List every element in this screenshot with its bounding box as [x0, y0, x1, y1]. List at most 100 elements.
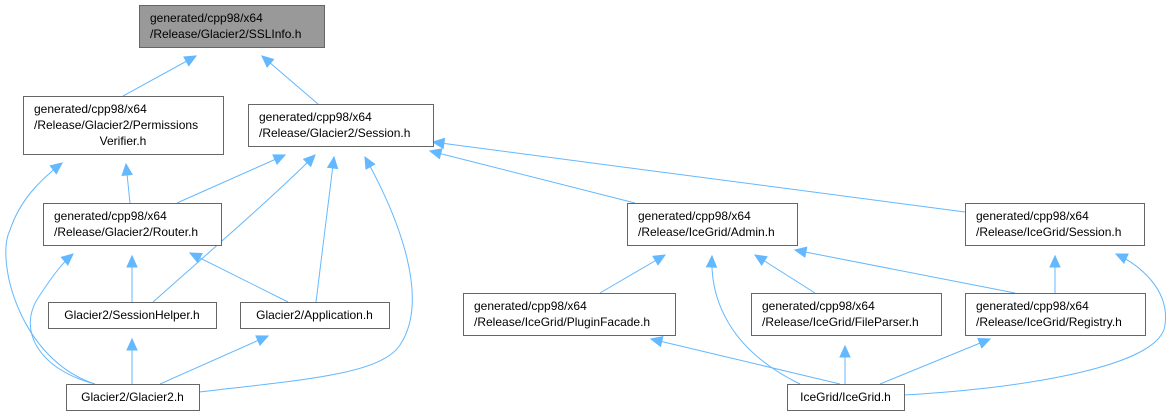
arrowhead-icon [793, 246, 808, 258]
node-label: generated/cpp98/x64 [54, 209, 167, 223]
node-label: generated/cpp98/x64 [474, 299, 587, 313]
edge-sessionhelper-to-g2session [152, 154, 316, 303]
node-registry[interactable]: generated/cpp98/x64/Release/IceGrid/Regi… [965, 293, 1146, 336]
node-g2session[interactable]: generated/cpp98/x64/Release/Glacier2/Ses… [248, 104, 434, 147]
node-sessionhelper[interactable]: Glacier2/SessionHelper.h [48, 302, 217, 329]
arrowhead-icon [1114, 253, 1129, 265]
arrowhead-icon [839, 344, 851, 358]
arrowhead-icon [705, 254, 718, 268]
edge-router-to-g2session [176, 154, 287, 204]
edge-line [176, 154, 286, 204]
arrowhead-icon [126, 337, 138, 351]
node-box [240, 302, 390, 329]
node-label: /Release/IceGrid/FileParser.h [762, 315, 919, 329]
node-glacier2[interactable]: Glacier2/Glacier2.h [66, 384, 200, 411]
node-label: IceGrid/IceGrid.h [800, 390, 891, 404]
arrowhead-icon [977, 338, 992, 349]
edge-line [29, 253, 96, 385]
edge-glacier2-to-permverifier [5, 162, 96, 385]
node-permverifier[interactable]: generated/cpp98/x64/Release/Glacier2/Per… [23, 96, 224, 155]
node-label: Glacier2/SessionHelper.h [64, 308, 199, 322]
arrowhead-icon [126, 254, 138, 268]
node-icegrid[interactable]: IceGrid/IceGrid.h [787, 384, 905, 411]
edge-registry-to-admin [793, 246, 1016, 294]
arrowhead-icon [261, 55, 275, 68]
node-box [66, 384, 200, 411]
edge-g2session-to-sslinfo [261, 55, 319, 105]
node-admin[interactable]: generated/cpp98/x64/Release/IceGrid/Admi… [627, 203, 798, 246]
node-fileparser[interactable]: generated/cpp98/x64/Release/IceGrid/File… [751, 293, 942, 336]
edge-permverifier-to-sslinfo [122, 55, 198, 97]
arrowhead-icon [302, 154, 316, 168]
edge-glacier2-to-g2session [198, 155, 413, 393]
edge-glacier2-to-application [159, 335, 270, 385]
edge-sessionhelper-to-router [126, 254, 138, 302]
edge-router-to-permverifier [121, 162, 133, 204]
edge-line [650, 338, 841, 385]
arrowhead-icon [188, 252, 203, 264]
node-label: /Release/Glacier2/Permissions [34, 118, 198, 132]
arrowhead-icon [272, 154, 287, 165]
node-pluginfacade[interactable]: generated/cpp98/x64/Release/IceGrid/Plug… [463, 293, 676, 336]
node-label: generated/cpp98/x64 [976, 209, 1089, 223]
node-igsession[interactable]: generated/cpp98/x64/Release/IceGrid/Sess… [965, 203, 1145, 246]
node-sslinfo: generated/cpp98/x64/Release/Glacier2/SSL… [139, 5, 325, 48]
edge-line [198, 156, 413, 393]
arrowhead-icon [431, 137, 446, 150]
edge-icegrid-to-igsession [903, 253, 1167, 396]
edge-icegrid-to-registry [879, 338, 992, 385]
arrowhead-icon [652, 254, 667, 266]
edge-line [711, 255, 801, 385]
arrowhead-icon [428, 148, 443, 160]
node-box [965, 293, 1146, 336]
edge-application-to-g2session [315, 155, 339, 303]
node-application[interactable]: Glacier2/Application.h [240, 302, 390, 329]
node-router[interactable]: generated/cpp98/x64/Release/Glacier2/Rou… [43, 203, 222, 246]
node-box [139, 5, 325, 48]
edge-line [261, 55, 319, 105]
node-label: Glacier2/Application.h [256, 308, 373, 322]
edge-line [432, 141, 966, 213]
node-label: generated/cpp98/x64 [638, 209, 751, 223]
edge-icegrid-to-admin [705, 254, 801, 385]
node-label: generated/cpp98/x64 [762, 299, 875, 313]
node-label: /Release/Glacier2/Session.h [259, 126, 410, 140]
edge-admin-to-g2session [428, 148, 636, 204]
edge-fileparser-to-admin [753, 254, 816, 294]
node-label: /Release/IceGrid/Admin.h [638, 225, 775, 239]
node-box [23, 96, 224, 155]
edge-igsession-to-g2session [431, 137, 966, 213]
edge-line [599, 254, 666, 294]
node-label: generated/cpp98/x64 [259, 110, 372, 124]
edge-registry-to-igsession [1049, 254, 1061, 293]
node-label: /Release/Glacier2/Router.h [54, 225, 198, 239]
node-label: /Release/Glacier2/SSLInfo.h [150, 27, 301, 41]
node-box [965, 203, 1145, 246]
node-label: generated/cpp98/x64 [150, 11, 263, 25]
edge-line [122, 55, 197, 97]
arrowhead-icon [121, 162, 133, 177]
arrowhead-icon [60, 253, 74, 266]
node-box [627, 203, 798, 246]
edge-icegrid-to-pluginfacade [649, 336, 841, 385]
node-label: /Release/IceGrid/Session.h [976, 225, 1121, 239]
edge-line [189, 252, 289, 303]
arrowhead-icon [49, 162, 63, 175]
edge-line [429, 150, 636, 204]
node-label: Verifier.h [100, 134, 147, 148]
edge-line [5, 162, 96, 385]
edge-line [159, 335, 269, 385]
edges-layer [5, 55, 1167, 396]
node-box [751, 293, 942, 336]
edge-line [879, 338, 991, 385]
node-box [463, 293, 676, 336]
edge-line [152, 154, 316, 303]
node-label: Glacier2/Glacier2.h [81, 390, 184, 404]
node-label: generated/cpp98/x64 [976, 299, 1089, 313]
nodes-layer: generated/cpp98/x64/Release/Glacier2/SSL… [23, 5, 1146, 411]
edge-pluginfacade-to-admin [599, 254, 667, 294]
edge-glacier2-to-router [29, 253, 96, 385]
arrowhead-icon [255, 335, 270, 346]
edge-glacier2-to-sessionhelper [126, 337, 138, 384]
